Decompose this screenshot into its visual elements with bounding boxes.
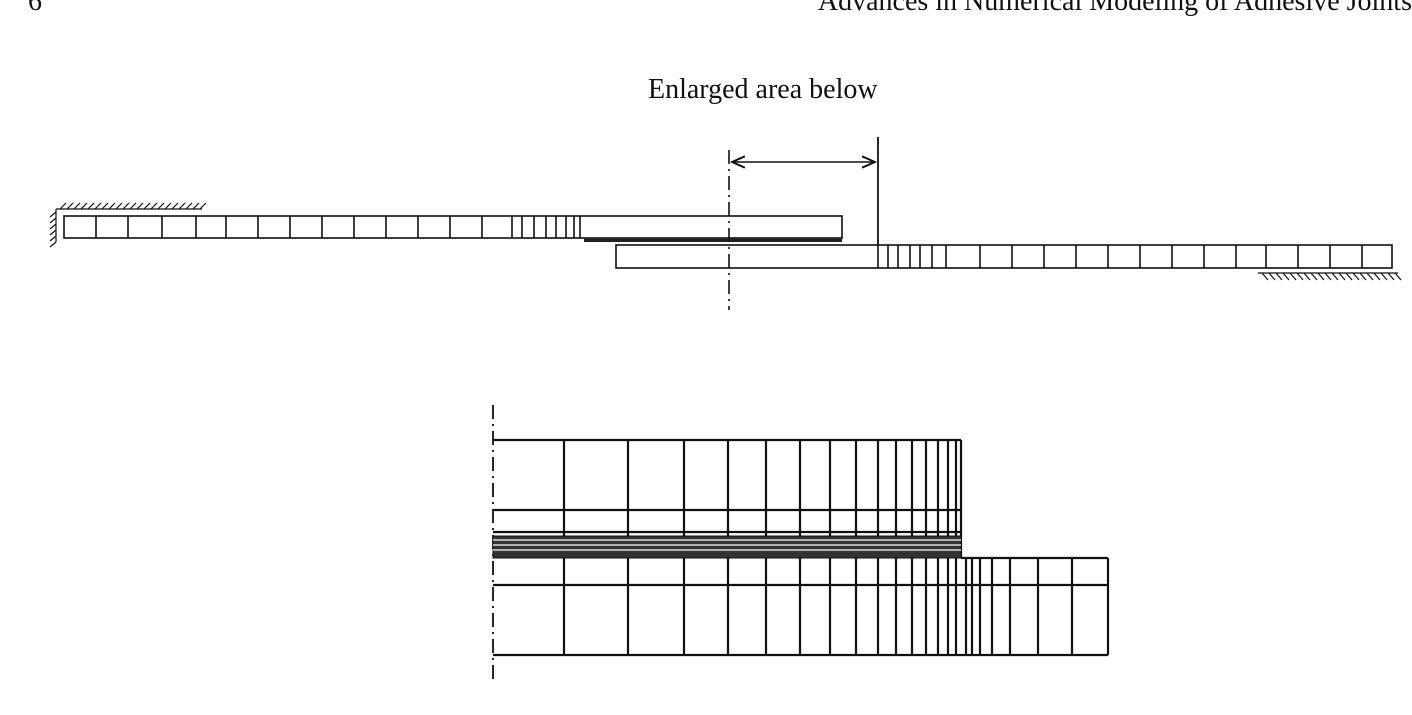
enlarged-area-label: Enlarged area below [648,74,878,105]
adhesive-layer [584,238,842,242]
page-number: 6 [28,0,42,17]
right-clamp-support [1258,272,1402,281]
upper-adherend [63,215,843,239]
joint-overview [49,137,1402,310]
page-header: 6 Advances in Numerical Modeling of Adhe… [0,0,1412,26]
left-clamp-support [49,202,207,248]
lower-adherend [615,244,1393,269]
running-title: Advances in Numerical Modeling of Adhesi… [817,0,1412,17]
enlarged-adhesive-layer [492,535,962,559]
enlarged-mesh-detail [492,405,1110,680]
adhesive-band [492,535,962,559]
